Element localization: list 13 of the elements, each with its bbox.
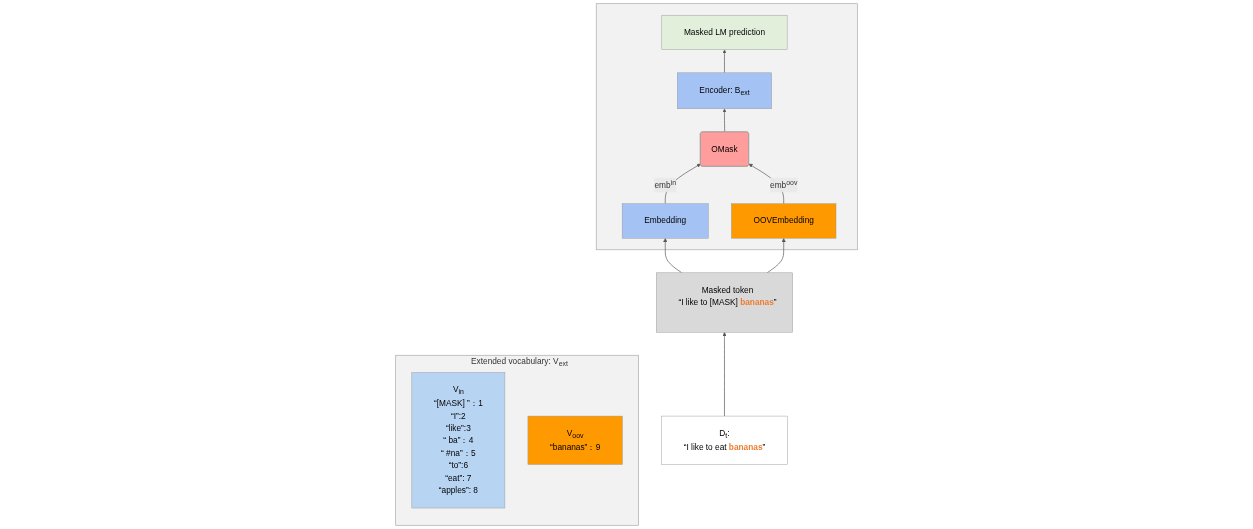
node-box: Encoder: B$_{ext}$ [677, 72, 772, 109]
cluster [395, 354, 639, 526]
node-box: V$_{in}$ “[MASK] ”：1 “I”:2 “like”:3 “ ba”：4 “ #na”：5 “to”:6 “eat”: 7 “apples”: 8 [411, 372, 506, 509]
node-box: D$_{t}$: “I like to eat bananas” [661, 415, 788, 465]
edge-label: emb$^{in}$ [654, 178, 677, 191]
node-label: Extended vocabulary: V$_{ext}$ [471, 356, 568, 368]
node-box: V$_{oov}$ “bananas”：9 [527, 415, 623, 465]
edge-label: emb$^{oov}$ [770, 178, 798, 191]
node-box: Masked LM prediction [661, 14, 788, 50]
node-box: OOVEmbedding [731, 203, 837, 239]
node-box: Embedding [621, 203, 709, 239]
node-box: Masked token “I like to [MASK] bananas” [656, 272, 793, 333]
cluster [595, 3, 858, 251]
